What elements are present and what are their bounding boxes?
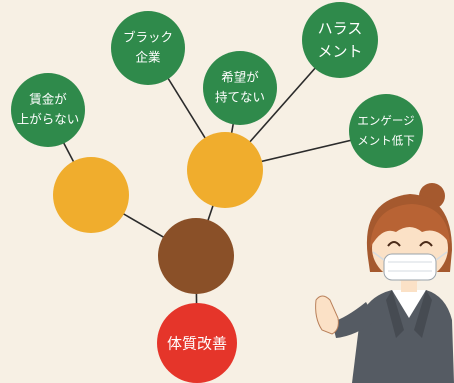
issue-label-black-2: 企業	[135, 50, 161, 65]
nodes	[11, 2, 423, 383]
issue-label-hope-1: 希望が	[221, 70, 259, 85]
hub-node	[158, 218, 234, 294]
issue-label-engagement-2: メント低下	[357, 134, 415, 148]
issue-label-hope-2: 持てない	[215, 90, 265, 105]
issue-label-wages-2: 上がらない	[17, 112, 80, 127]
mask-strap-left	[372, 251, 385, 261]
suit-lapel-left	[386, 290, 404, 338]
issue-label-black-1: ブラック	[123, 30, 173, 45]
issue-label-harassment-1: ハラス	[318, 20, 363, 38]
suit-arm	[332, 302, 376, 338]
hand	[315, 295, 339, 335]
presenter-woman-icon	[315, 183, 454, 383]
face-mask	[383, 253, 437, 281]
eye-right	[419, 241, 433, 247]
intermediate-node-right	[187, 132, 263, 208]
issue-node-hope	[203, 51, 277, 125]
issue-label-wages-1: 賃金が	[29, 92, 67, 107]
issue-node-engagement	[349, 94, 423, 168]
issue-label-harassment-2: メント	[317, 43, 362, 61]
shirt-collar	[392, 290, 426, 318]
issue-label-engagement-1: エンゲージ	[357, 114, 414, 128]
mask-strap-right	[435, 251, 448, 261]
node-labels: 賃金が 上がらない ブラック 企業 希望が 持てない ハラス メント エンゲージ…	[17, 20, 415, 353]
suit-lapel-right	[414, 290, 432, 338]
issue-node-black-company	[111, 11, 185, 85]
root-label: 体質改善	[167, 335, 227, 353]
intermediate-node-left	[53, 157, 129, 233]
root-node	[157, 303, 237, 383]
hair-bangs	[370, 204, 450, 248]
issue-node-harassment	[302, 2, 378, 78]
eye-left	[387, 241, 401, 247]
issue-node-wages	[11, 73, 85, 147]
